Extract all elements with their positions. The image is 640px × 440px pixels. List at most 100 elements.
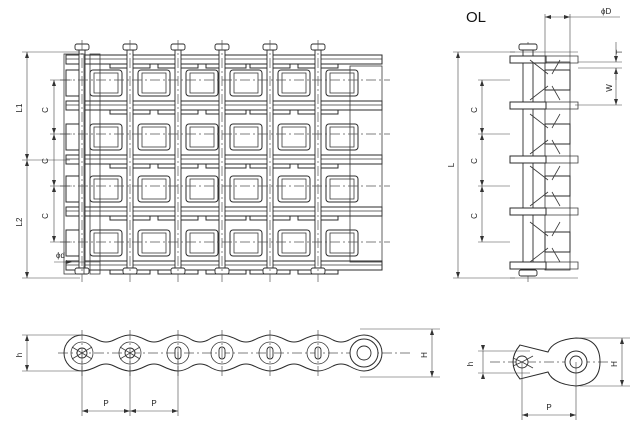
side-roller bbox=[544, 69, 571, 91]
roller bbox=[277, 229, 311, 257]
roller bbox=[229, 175, 263, 203]
side-plate bbox=[509, 101, 547, 110]
side-plate-tail bbox=[546, 101, 579, 110]
roller-inner bbox=[233, 126, 259, 148]
roller bbox=[89, 123, 123, 151]
front-dim-label-p1: P bbox=[103, 399, 108, 408]
roller-inner bbox=[233, 232, 259, 254]
roller-inner bbox=[281, 72, 307, 94]
roller-inner bbox=[141, 126, 167, 148]
inner-plate bbox=[205, 163, 247, 169]
roller bbox=[229, 229, 263, 257]
roller bbox=[89, 229, 123, 257]
inner-plate bbox=[205, 63, 247, 69]
side-view: OL L C C C ϕD bbox=[447, 7, 624, 282]
top-view-centerlines bbox=[60, 40, 390, 282]
roller bbox=[325, 175, 359, 203]
side-plate bbox=[509, 155, 547, 164]
front-dim-label-p2: P bbox=[151, 399, 156, 408]
side-roller bbox=[544, 123, 571, 145]
view-title: OL bbox=[466, 9, 486, 26]
roller bbox=[185, 123, 219, 151]
dim-label-c2: C bbox=[41, 158, 50, 164]
side-plate bbox=[509, 261, 547, 270]
roller-inner bbox=[329, 72, 355, 94]
top-view-rollers bbox=[65, 69, 359, 257]
side-view-body bbox=[509, 42, 579, 282]
side-offset-link bbox=[529, 221, 561, 263]
front-view: h H P P bbox=[15, 328, 440, 416]
roller bbox=[89, 69, 123, 97]
roller-inner bbox=[93, 72, 119, 94]
roller bbox=[325, 69, 359, 97]
top-view-dimensions: L1 L2 C C C ϕd bbox=[15, 51, 100, 279]
roller-inner bbox=[93, 126, 119, 148]
side-plate bbox=[509, 55, 547, 64]
side-roller bbox=[544, 231, 571, 253]
roller-inner bbox=[329, 126, 355, 148]
roller bbox=[277, 175, 311, 203]
roller bbox=[277, 69, 311, 97]
side-plate-tail bbox=[546, 55, 579, 64]
dim-label-l2: L2 bbox=[15, 217, 24, 226]
side-plate-tail bbox=[546, 207, 579, 216]
front-dim-label-big-h: H bbox=[420, 352, 429, 358]
side-offset-link bbox=[529, 165, 561, 207]
roller-inner bbox=[329, 232, 355, 254]
side-offset-link bbox=[529, 113, 561, 155]
roller-inner bbox=[189, 178, 215, 200]
roller bbox=[89, 175, 123, 203]
roller-outline bbox=[258, 341, 282, 365]
roller-inner bbox=[189, 72, 215, 94]
side-roller-outline bbox=[544, 61, 571, 271]
roller-inner bbox=[233, 72, 259, 94]
front-dim-label-h: h bbox=[15, 353, 24, 357]
dim-label-c1: C bbox=[41, 107, 50, 113]
roller bbox=[137, 175, 171, 203]
end-pin bbox=[356, 345, 372, 361]
roller bbox=[277, 123, 311, 151]
side-dim-label-c3: C bbox=[470, 213, 479, 219]
side-dim-label-t: T bbox=[615, 49, 624, 54]
dim-label-c3: C bbox=[41, 213, 50, 219]
roller-inner bbox=[189, 126, 215, 148]
roller bbox=[229, 123, 263, 151]
roller-inner bbox=[329, 178, 355, 200]
roller-inner bbox=[281, 178, 307, 200]
top-view: L1 L2 C C C ϕd bbox=[15, 40, 390, 282]
side-dim-label-d: ϕD bbox=[601, 7, 611, 16]
side-plate bbox=[509, 207, 547, 216]
roller bbox=[137, 123, 171, 151]
offset-view: h H P bbox=[466, 337, 630, 420]
roller bbox=[137, 229, 171, 257]
front-view-profile bbox=[63, 334, 383, 372]
roller-inner bbox=[141, 178, 167, 200]
right-end-outline bbox=[349, 65, 383, 263]
roller-inner bbox=[233, 178, 259, 200]
side-pin-head-top bbox=[518, 43, 538, 51]
roller bbox=[229, 69, 263, 97]
side-pin-head-bottom bbox=[518, 269, 538, 277]
roller-inner bbox=[93, 178, 119, 200]
side-dim-label-c2: C bbox=[470, 158, 479, 164]
roller-outline bbox=[210, 341, 234, 365]
offset-link-profile bbox=[512, 337, 601, 387]
side-dim-label-c1: C bbox=[470, 107, 479, 113]
roller bbox=[185, 175, 219, 203]
dim-label-l1: L1 bbox=[15, 103, 24, 112]
inner-plate bbox=[205, 215, 247, 221]
roller-outline bbox=[306, 341, 330, 365]
roller bbox=[325, 123, 359, 151]
roller bbox=[325, 229, 359, 257]
roller-inner bbox=[189, 232, 215, 254]
roller-inner bbox=[93, 232, 119, 254]
side-offset-link bbox=[529, 59, 561, 101]
inner-plate bbox=[205, 109, 247, 115]
roller-inner bbox=[141, 232, 167, 254]
side-dim-label-w: W bbox=[605, 84, 614, 92]
roller bbox=[185, 229, 219, 257]
side-plate-tail bbox=[546, 261, 579, 270]
dim-label-pin-dia: ϕd bbox=[56, 251, 65, 260]
roller-inner bbox=[281, 126, 307, 148]
